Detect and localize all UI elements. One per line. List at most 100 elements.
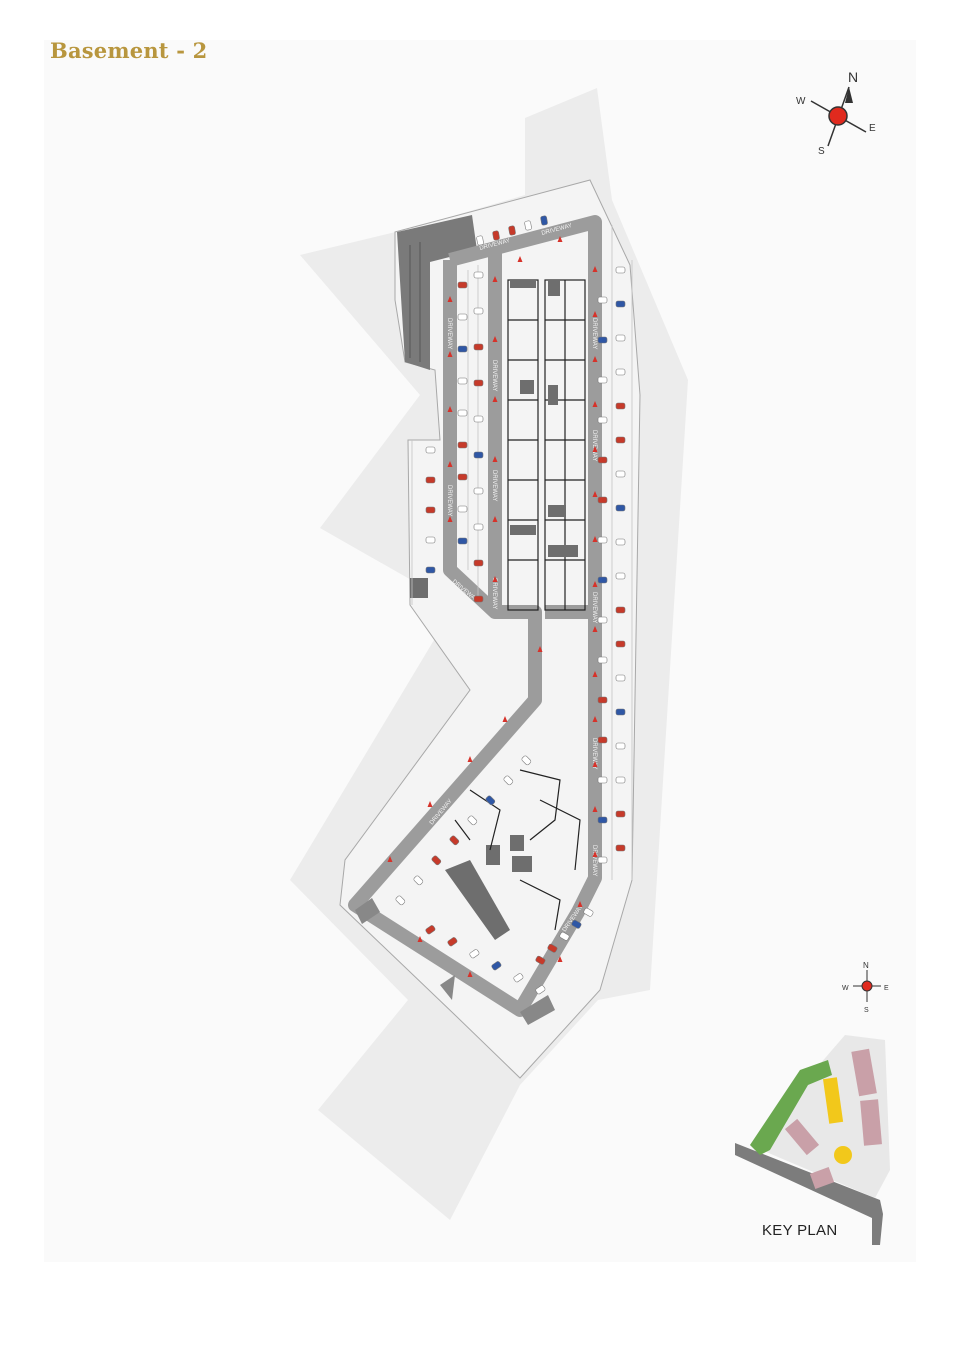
direction-arrow	[492, 516, 498, 522]
direction-arrow	[592, 806, 598, 812]
parked-car	[615, 368, 626, 376]
driveway-label: DRIVEWAY	[591, 592, 597, 623]
parked-car	[615, 334, 626, 342]
direction-arrow	[557, 956, 563, 962]
parked-car	[615, 470, 626, 478]
direction-arrow	[592, 536, 598, 542]
parked-car	[467, 815, 478, 826]
compass-center-dot	[828, 106, 848, 126]
direction-arrow	[447, 461, 453, 467]
parked-car	[457, 281, 468, 289]
driveway-label: DRIVEWAY	[491, 360, 497, 391]
parked-car	[615, 572, 626, 580]
driveway-label: DRIVEWAY	[446, 318, 452, 349]
direction-arrow	[557, 236, 563, 242]
parked-car	[597, 336, 608, 344]
parked-car	[597, 416, 608, 424]
parked-car	[597, 496, 608, 504]
parked-car	[491, 961, 502, 971]
parked-car	[395, 895, 406, 906]
parked-car	[473, 271, 484, 279]
parked-car	[615, 810, 626, 818]
ramp	[520, 995, 555, 1025]
keyplan-tower-c	[784, 1118, 820, 1156]
parked-car	[469, 949, 480, 959]
parked-car	[492, 230, 500, 241]
direction-arrow	[592, 761, 598, 767]
ramp	[440, 975, 455, 1000]
parked-car	[524, 220, 532, 231]
ramp	[355, 898, 380, 924]
parked-car	[597, 536, 608, 544]
direction-arrow	[537, 646, 543, 652]
direction-arrow	[492, 336, 498, 342]
direction-arrow	[517, 256, 523, 262]
parked-car	[485, 795, 496, 806]
parked-car	[508, 225, 516, 236]
driveway-label: DRIVEWAY	[591, 318, 597, 349]
parked-car	[597, 576, 608, 584]
direction-arrow	[592, 671, 598, 677]
direction-arrow	[592, 266, 598, 272]
parked-car	[615, 402, 626, 410]
keyplan-compass-w: W	[842, 985, 849, 992]
parked-car	[447, 937, 458, 947]
parked-car	[571, 919, 582, 929]
parked-car	[597, 736, 608, 744]
parked-car	[615, 266, 626, 274]
parked-car	[473, 415, 484, 423]
driveway-label: DRIVEWAY	[446, 485, 452, 516]
direction-arrow	[592, 356, 598, 362]
direction-arrow	[592, 626, 598, 632]
keyplan-tower-a	[851, 1048, 877, 1097]
parked-car	[521, 755, 532, 766]
parked-car	[473, 343, 484, 351]
parked-car	[425, 446, 436, 454]
parked-car	[615, 300, 626, 308]
parked-car	[457, 377, 468, 385]
parked-car	[457, 505, 468, 513]
direction-arrow	[592, 446, 598, 452]
driveway-label: DRIVEWAY	[491, 578, 497, 609]
keyplan-compass: N W E S	[842, 961, 889, 1014]
parked-car	[615, 708, 626, 716]
parked-car	[535, 985, 546, 995]
parked-car	[503, 775, 514, 786]
keyplan-tower-b	[860, 1099, 882, 1146]
parked-car	[597, 776, 608, 784]
parked-car	[615, 844, 626, 852]
driveway-label: DRIVEWAY	[591, 845, 597, 876]
direction-arrow	[502, 716, 508, 722]
direction-arrow	[467, 971, 473, 977]
direction-arrow	[492, 456, 498, 462]
direction-arrow	[492, 276, 498, 282]
direction-arrow	[427, 801, 433, 807]
direction-arrow	[577, 901, 583, 907]
parked-car	[513, 973, 524, 983]
parked-car	[615, 776, 626, 784]
page-title: Basement - 2	[50, 38, 208, 63]
parked-car	[425, 476, 436, 484]
parked-car	[473, 487, 484, 495]
direction-arrow	[447, 351, 453, 357]
direction-arrow	[447, 296, 453, 302]
parked-car	[597, 856, 608, 864]
driveway-label: DRIVEWAY	[591, 738, 597, 769]
compass-rose: N W E S	[796, 69, 876, 157]
parking-bays	[411, 225, 633, 880]
compass-w: W	[796, 96, 806, 107]
compass-n: N	[848, 69, 858, 85]
parked-car	[473, 307, 484, 315]
parked-car	[473, 559, 484, 567]
direction-arrow	[592, 716, 598, 722]
direction-arrow	[447, 516, 453, 522]
parked-cars	[395, 215, 626, 995]
direction-arrow	[592, 491, 598, 497]
parked-car	[473, 595, 484, 603]
parked-car	[431, 855, 442, 866]
parked-car	[597, 696, 608, 704]
keyplan-tower-d	[809, 1167, 835, 1189]
parked-car	[597, 656, 608, 664]
direction-arrow	[492, 396, 498, 402]
parked-car	[457, 345, 468, 353]
